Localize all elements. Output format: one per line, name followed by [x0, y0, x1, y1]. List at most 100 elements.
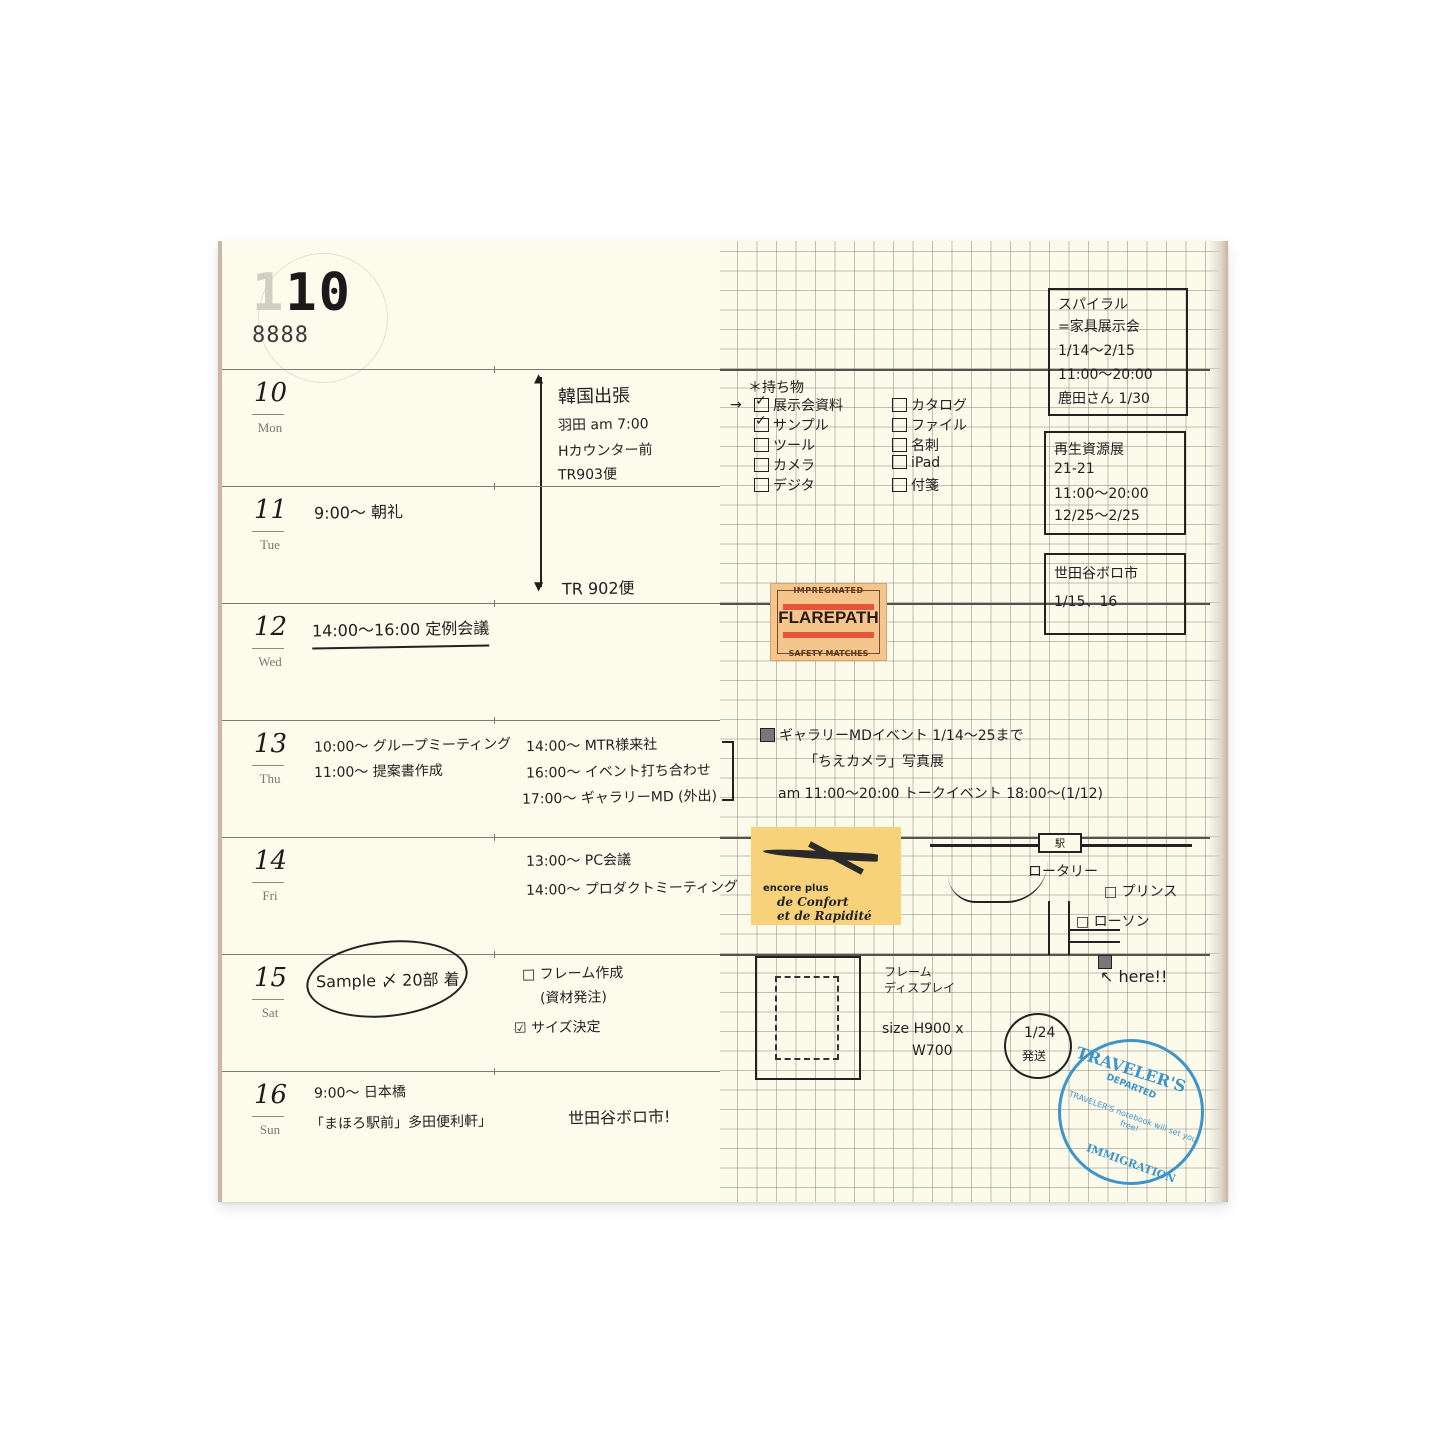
day-name: Tue: [260, 537, 280, 552]
frame-sketch: [755, 956, 861, 1080]
month-number: 110: [252, 267, 352, 319]
arrow-right-icon: →: [730, 397, 742, 413]
checklist-item[interactable]: デジタ: [754, 475, 843, 495]
note: 9:00〜 日本橋: [313, 1084, 407, 1102]
cover-edge-right: [1220, 241, 1228, 1202]
day-divider: [252, 531, 284, 532]
checklist-item[interactable]: カタログ: [892, 395, 967, 415]
note: 10:00〜 グループミーティング: [313, 736, 512, 756]
note: 発送: [1022, 1049, 1047, 1063]
cover-edge-left: [218, 241, 222, 1202]
checklist-item[interactable]: カメラ: [754, 455, 843, 475]
ad-text: de Confort: [777, 895, 849, 909]
location-marker-icon: [1098, 955, 1112, 969]
day-name: Wed: [258, 654, 282, 669]
note: 世田谷ボロ市: [1054, 566, 1138, 582]
weekly-page: 110 8888: [222, 241, 720, 1202]
day-number: 11: [254, 495, 288, 525]
frame-inner: [775, 976, 839, 1060]
travelers-stamp: TRAVELER'S DEPARTED TRAVELER'S notebook …: [1058, 1039, 1204, 1186]
map-station: 駅: [1038, 833, 1082, 853]
day-divider: [252, 648, 284, 649]
checkbox[interactable]: [754, 458, 769, 472]
note: 「まほろ駅前」多田便利軒」: [309, 1113, 493, 1133]
event-box-spiral: スパイラル =家具展示会 1/14〜2/15 11:00〜20:00 鹿田さん …: [1048, 288, 1188, 416]
note: 21-21: [1054, 461, 1095, 477]
note: 12/25〜2/25: [1054, 508, 1140, 524]
checkbox[interactable]: [754, 438, 769, 452]
checkbox-checked[interactable]: [754, 393, 769, 412]
day-number: 13: [254, 729, 288, 759]
map-road: [1048, 901, 1050, 955]
map-road: [1068, 929, 1120, 931]
day-row-thu: 13 Thu 10:00〜 グループミーティング 11:00〜 提案書作成 14…: [222, 717, 720, 838]
note: 「ちえカメラ」写真展: [804, 754, 944, 770]
checkbox-checked[interactable]: [754, 413, 769, 432]
rule-line: [720, 369, 1210, 371]
checklist-left: 展示会資料 サンプル ツール カメラ デジタ: [754, 393, 843, 495]
note: 11:00〜 提案書作成: [313, 762, 443, 782]
note: 17:00〜 ギャラリーMD (外出): [521, 788, 718, 808]
checklist-item[interactable]: 付箋: [892, 475, 967, 495]
row-tick: [494, 483, 495, 490]
checkbox[interactable]: [892, 455, 907, 469]
arrow-down-icon: ▼: [534, 579, 544, 593]
day-row-fri: 14 Fri 13:00〜 PC会議 14:00〜 プロダクトミーティング: [222, 834, 738, 955]
map-label-lawson: □ ローソン: [1076, 914, 1150, 930]
rule-line: [720, 837, 1210, 839]
gallery-note-line: ギャラリーMDイベント 1/14〜25まで: [760, 725, 1024, 745]
rule-line: [720, 603, 1210, 605]
day-number: 14: [254, 846, 288, 876]
note: =家具展示会: [1058, 319, 1140, 335]
map-road: [1068, 941, 1120, 943]
note: 11:00〜20:00: [1058, 367, 1153, 383]
note: W700: [912, 1043, 953, 1059]
rule-line: [720, 954, 1210, 956]
brand-name: FLAREPATH: [778, 608, 879, 627]
checkbox[interactable]: [892, 438, 907, 452]
note: 羽田 am 7:00: [557, 416, 649, 434]
day-name: Thu: [259, 771, 281, 786]
row-tick: [494, 951, 495, 958]
checklist-item[interactable]: iPad: [892, 455, 967, 475]
day-row-sat: 15 Sat Sample 〆 20部 着 □ フレーム作成 (資材発注) ☑ …: [222, 951, 720, 1072]
note: 世田谷ボロ市!: [567, 1107, 671, 1128]
notebook-spread: 110 8888 10 Mon 韓国出張 羽田 am 7:00 Hカウンター前 …: [218, 241, 1228, 1202]
row-tick: [494, 366, 495, 373]
watermark-seal: [258, 253, 388, 383]
day-row-mon: 10 Mon 韓国出張 羽田 am 7:00 Hカウンター前 TR903便: [222, 366, 720, 487]
day-number: 10: [254, 378, 288, 408]
checklist-item[interactable]: 名刺: [892, 435, 967, 455]
checklist-item[interactable]: ファイル: [892, 415, 967, 435]
note: スパイラル: [1058, 297, 1128, 313]
note: 韓国出張: [557, 385, 631, 408]
note: 1/24: [1024, 1025, 1056, 1041]
day-divider: [252, 882, 284, 883]
note: size H900 x: [882, 1021, 964, 1037]
day-row-tue: 11 Tue 9:00〜 朝礼 TR 902便: [222, 483, 720, 604]
checkbox[interactable]: [754, 478, 769, 492]
checklist-item[interactable]: サンプル: [754, 413, 843, 435]
day-row-wed: 12 Wed 14:00〜16:00 定例会議: [222, 600, 720, 721]
row-tick: [494, 1068, 495, 1075]
todo-item-done: ☑ サイズ決定: [513, 1019, 601, 1037]
ad-text: encore plus: [763, 883, 829, 894]
checklist-item[interactable]: 展示会資料: [754, 393, 843, 415]
checkbox[interactable]: [892, 478, 907, 492]
red-band: [783, 632, 874, 638]
checkbox[interactable]: [892, 418, 907, 432]
note: 9:00〜 朝礼: [313, 502, 404, 523]
checkbox[interactable]: [892, 398, 907, 412]
checklist-item[interactable]: ツール: [754, 435, 843, 455]
day-divider: [252, 1116, 284, 1117]
note: 13:00〜 PC会議: [525, 852, 632, 870]
event-box-boroichi: 世田谷ボロ市 1/15、16: [1044, 553, 1186, 635]
day-name: Fri: [262, 888, 278, 903]
note: 14:00〜 MTR様来社: [525, 736, 658, 756]
note: TR 902便: [561, 578, 635, 599]
red-band: [783, 604, 874, 610]
here-label: ↖ here!!: [1100, 967, 1168, 986]
note: am 11:00〜20:00 トークイベント 18:00〜(1/12): [778, 786, 1103, 802]
arrow-up-icon: ▲: [534, 371, 544, 385]
note: フレーム: [884, 965, 932, 979]
